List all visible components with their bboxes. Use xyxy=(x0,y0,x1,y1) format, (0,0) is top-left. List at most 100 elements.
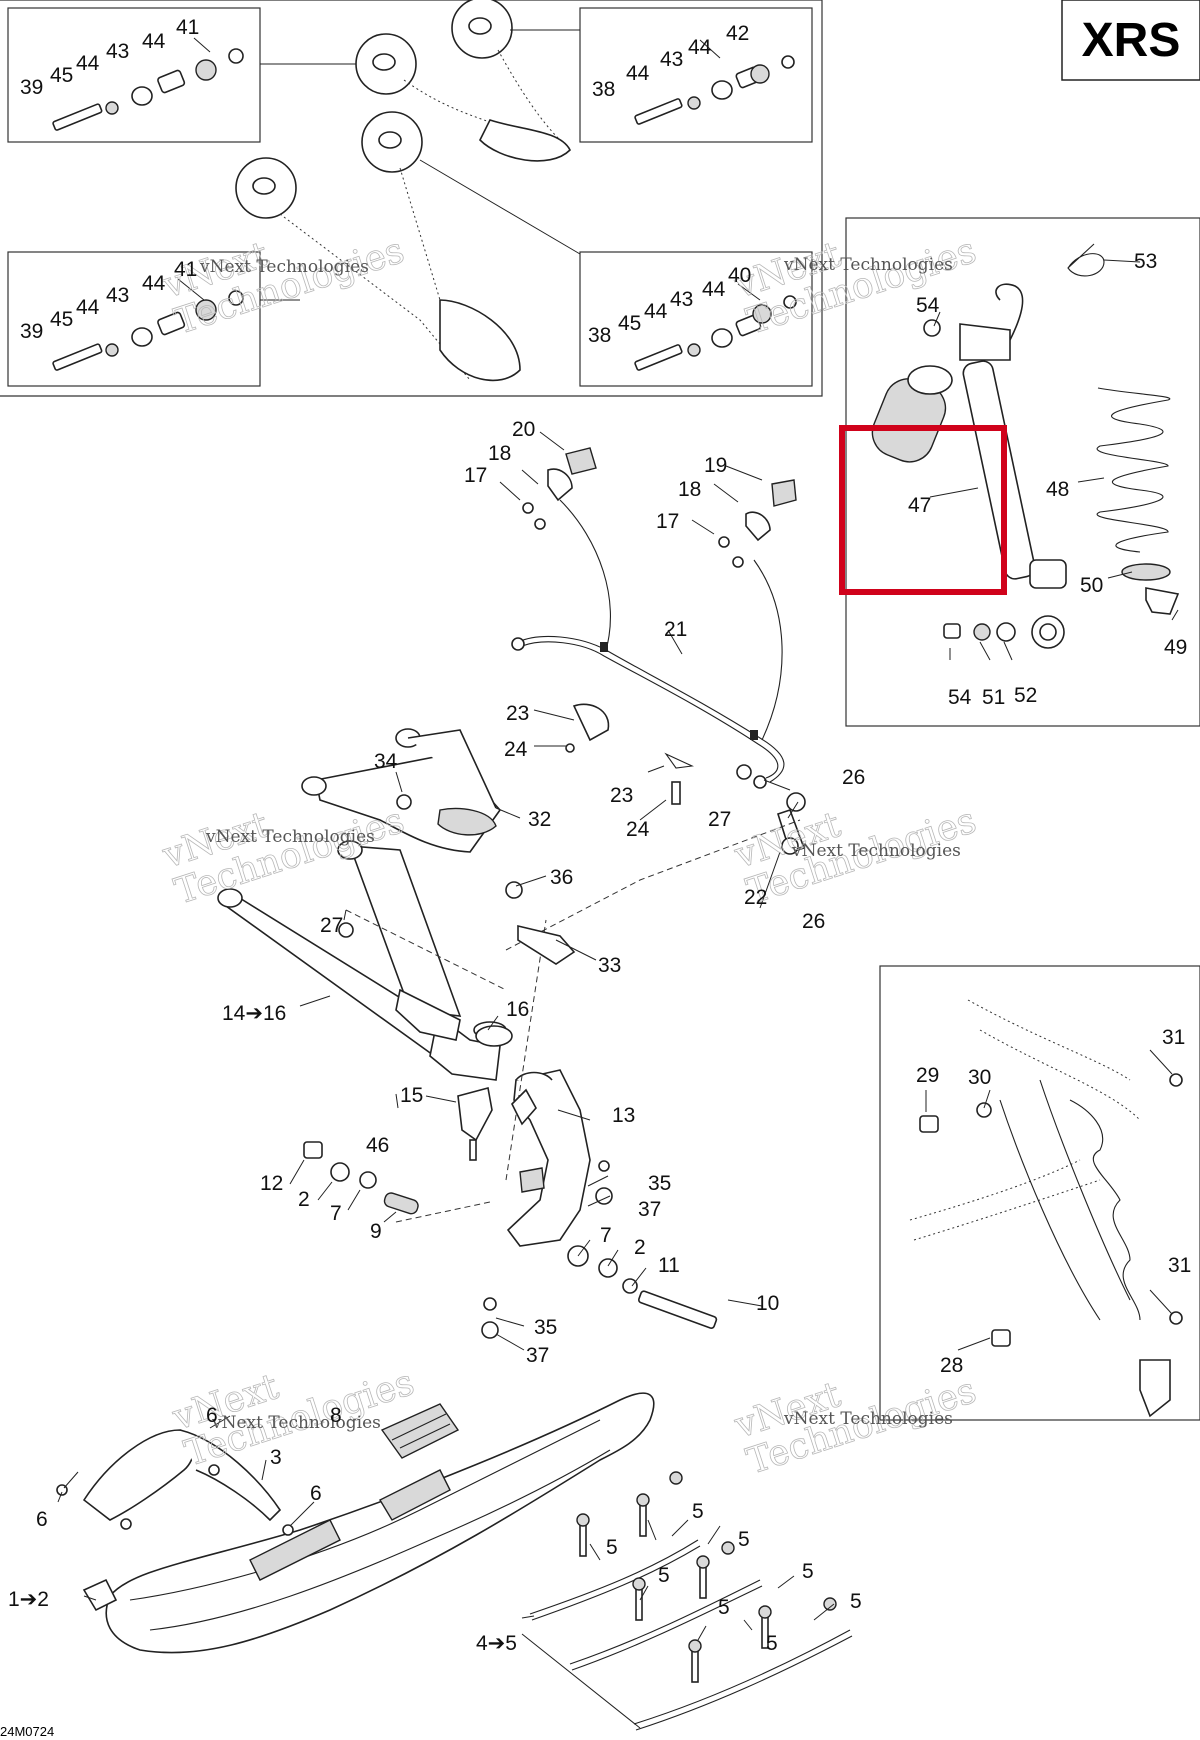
pushrod-inset xyxy=(879,965,1200,1421)
callout-54-b: 54 xyxy=(948,686,972,709)
shock-absorber xyxy=(871,283,1067,649)
callout-27-a: 27 xyxy=(708,808,731,831)
spring-seat-cups xyxy=(1121,563,1180,615)
watermark-caption-2: vNext Technologies xyxy=(783,255,953,275)
callout-42: 42 xyxy=(726,22,749,45)
xrs-badge-label: XRS xyxy=(1082,14,1181,67)
callout-44-b: 44 xyxy=(142,30,166,53)
callout-7-b: 7 xyxy=(600,1224,612,1247)
callout-50: 50 xyxy=(1080,574,1103,597)
callout-26-a: 26 xyxy=(842,766,865,789)
callout-22: 22 xyxy=(744,886,767,909)
upper-arm-inset-frame xyxy=(0,0,823,397)
callout-44-g: 44 xyxy=(702,278,726,301)
drawing-code: 24M0724 xyxy=(0,1724,54,1739)
watermark-5: vNext Technologies xyxy=(167,1362,420,1475)
callout-5-c: 5 xyxy=(738,1528,750,1551)
callout-5-d: 5 xyxy=(658,1564,670,1587)
callout-44-h: 44 xyxy=(644,300,668,323)
callout-34: 34 xyxy=(374,750,398,773)
callout-2-b: 2 xyxy=(634,1236,646,1259)
callout-6-c: 6 xyxy=(36,1508,48,1531)
callout-14-16: 14➔16 xyxy=(222,1002,286,1025)
sway-bar xyxy=(511,499,785,783)
callout-12: 12 xyxy=(260,1172,283,1195)
callout-31-a: 31 xyxy=(1162,1026,1185,1049)
callout-43-d: 43 xyxy=(670,288,693,311)
callout-1-2: 1➔2 xyxy=(8,1588,49,1611)
shock-bushings xyxy=(923,319,1016,642)
carbide-runners xyxy=(529,1471,853,1731)
callout-16: 16 xyxy=(506,998,529,1021)
callout-48: 48 xyxy=(1046,478,1069,501)
callout-5-g: 5 xyxy=(850,1590,862,1613)
callout-24-a: 24 xyxy=(504,738,528,761)
callout-18-a: 18 xyxy=(488,442,511,465)
watermark-caption-3: vNext Technologies xyxy=(205,827,375,847)
ski-skid-pad xyxy=(380,1403,460,1459)
callout-27-b: 27 xyxy=(320,914,343,937)
callout-43-b: 43 xyxy=(660,48,683,71)
callout-45-c: 45 xyxy=(618,312,641,335)
shock-spindle-mounting-part xyxy=(511,1088,537,1126)
callout-46: 46 xyxy=(366,1134,389,1157)
callout-6-a: 6 xyxy=(206,1404,218,1427)
callout-44-f: 44 xyxy=(76,296,100,319)
shock-inset-frame xyxy=(845,217,1200,727)
callout-5-f: 5 xyxy=(718,1596,730,1619)
callout-13: 13 xyxy=(612,1104,635,1127)
callout-53: 53 xyxy=(1134,250,1157,273)
callout-44-a: 44 xyxy=(76,52,100,75)
sway-bar-bushings xyxy=(522,447,797,568)
callout-9: 9 xyxy=(370,1220,382,1243)
callout-18-b: 18 xyxy=(678,478,701,501)
callout-23-b: 23 xyxy=(610,784,633,807)
callout-43-a: 43 xyxy=(106,40,129,63)
callout-38-a: 38 xyxy=(592,78,615,101)
callout-43-c: 43 xyxy=(106,284,129,307)
ski-handle-loop xyxy=(56,1429,294,1536)
upper-a-arm xyxy=(301,728,502,853)
callout-35-a: 35 xyxy=(648,1172,671,1195)
callout-32: 32 xyxy=(528,808,551,831)
callout-24-b: 24 xyxy=(626,818,650,841)
watermark-caption-4: vNext Technologies xyxy=(791,841,961,861)
callouts: 41 45 44 43 44 39 42 44 43 44 38 41 44 4… xyxy=(8,16,1191,1655)
callout-40: 40 xyxy=(728,264,751,287)
callout-23-a: 23 xyxy=(506,702,529,725)
callout-37-a: 37 xyxy=(638,1198,661,1221)
xrs-badge: XRS xyxy=(1061,0,1200,81)
sway-bar-link xyxy=(565,703,806,855)
callout-21: 21 xyxy=(664,618,687,641)
callout-19: 19 xyxy=(704,454,727,477)
callout-5-h: 5 xyxy=(766,1632,778,1655)
callout-44-c: 44 xyxy=(688,36,712,59)
callout-30: 30 xyxy=(968,1066,991,1089)
callout-44-d: 44 xyxy=(626,62,650,85)
callout-33: 33 xyxy=(598,954,621,977)
callout-54-a: 54 xyxy=(916,294,940,317)
a-arm-sketch-top xyxy=(235,0,581,382)
callout-20: 20 xyxy=(512,418,535,441)
callout-35-b: 35 xyxy=(534,1316,557,1339)
cable-tie xyxy=(1067,243,1105,277)
callout-17-a: 17 xyxy=(464,464,487,487)
watermark-caption-6: vNext Technologies xyxy=(783,1409,953,1429)
callout-6-b: 6 xyxy=(310,1482,322,1505)
callout-39-a: 39 xyxy=(20,76,43,99)
callout-52: 52 xyxy=(1014,684,1037,707)
bolt-kit-inset-1 xyxy=(7,7,261,143)
callout-37-b: 37 xyxy=(526,1344,549,1367)
bolt-kit-inset-4 xyxy=(579,251,813,387)
callout-7-a: 7 xyxy=(330,1202,342,1225)
callout-5-a: 5 xyxy=(692,1500,704,1523)
callout-36: 36 xyxy=(550,866,573,889)
callout-31-b: 31 xyxy=(1168,1254,1191,1277)
callout-28: 28 xyxy=(940,1354,963,1377)
callout-15: 15 xyxy=(400,1084,423,1107)
callout-47: 47 xyxy=(908,494,931,517)
callout-2-a: 2 xyxy=(298,1188,310,1211)
callout-41-b: 41 xyxy=(174,258,197,281)
callout-38-b: 38 xyxy=(588,324,611,347)
